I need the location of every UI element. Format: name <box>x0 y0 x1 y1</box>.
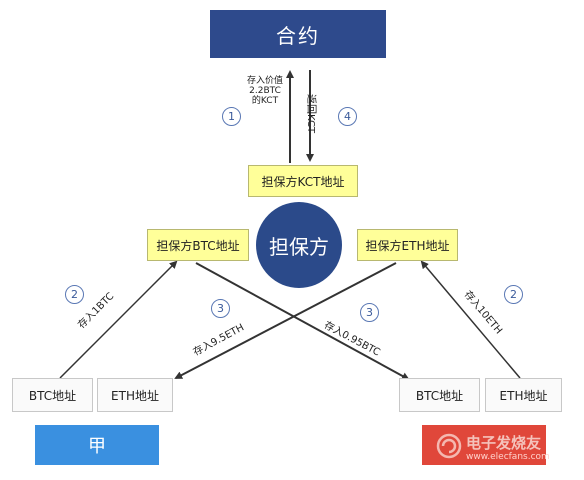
arrow-to-jia-eth <box>174 262 397 379</box>
guarantor-eth-address: 担保方ETH地址 <box>357 229 458 261</box>
step-1-label: 存入价值2.2BTC的KCT <box>246 76 283 106</box>
step-number-3-right: 3 <box>360 303 379 322</box>
step-number-2-left: 2 <box>65 285 84 304</box>
yi-eth-address: ETH地址 <box>485 378 562 412</box>
guarantor-btc-address: 担保方BTC地址 <box>147 229 249 261</box>
contract-box: 合约 <box>210 10 386 58</box>
watermark-logo: 电子发烧友 www.elecfans.com <box>428 428 558 464</box>
arrow-jia-btc <box>59 260 178 379</box>
step-number-1: 1 <box>222 107 241 126</box>
watermark-logo-text: 电子发烧友 <box>466 434 542 452</box>
party-jia: 甲 <box>35 425 159 465</box>
arrow-to-yi-btc <box>195 262 410 380</box>
arrow-yi-eth <box>420 260 521 379</box>
step-number-4: 4 <box>338 107 357 126</box>
watermark-url: www.elecfans.com <box>466 452 550 462</box>
step-number-2-right: 2 <box>504 285 523 304</box>
jia-btc-address: BTC地址 <box>12 378 93 412</box>
step-number-3-left: 3 <box>211 299 230 318</box>
guarantor-kct-address: 担保方KCT地址 <box>248 165 358 197</box>
yi-btc-address: BTC地址 <box>399 378 480 412</box>
step-4-label: 返回KCT <box>305 93 317 134</box>
jia-eth-address: ETH地址 <box>97 378 173 412</box>
elecfans-logo-icon <box>436 433 462 459</box>
guarantor-node: 担保方 <box>256 202 342 288</box>
